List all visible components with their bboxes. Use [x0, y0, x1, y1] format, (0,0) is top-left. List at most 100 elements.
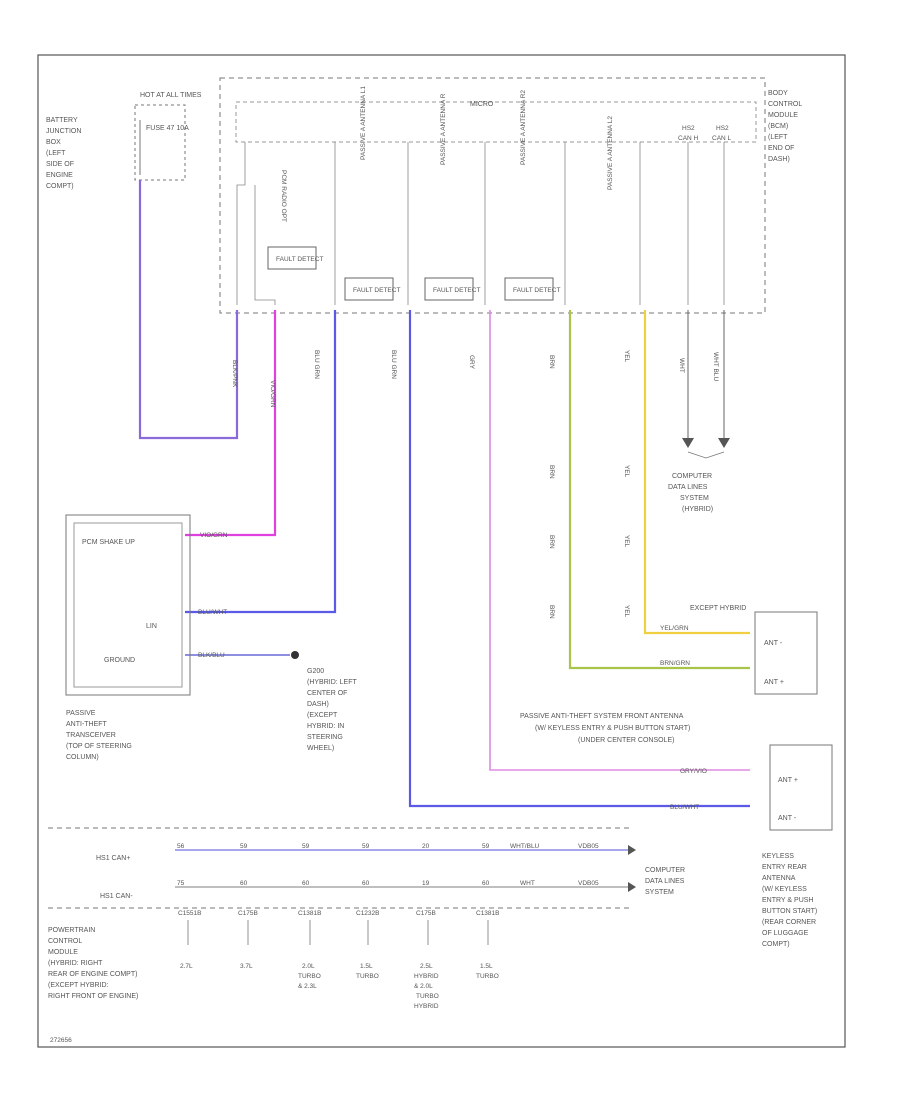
transceiver-label-3: (TOP OF STEERING	[66, 743, 132, 750]
pcm-pin-top-1: 59	[240, 843, 248, 850]
front-ant-wire-0: YEL/GRN	[660, 625, 689, 632]
can-label-1: CAN H	[678, 135, 699, 142]
rear-ant-pin-1: ANT -	[778, 815, 797, 822]
transceiver-label-4: COLUMN)	[66, 754, 99, 761]
pcm-label-4: REAR OF ENGINE COMPT)	[48, 971, 137, 978]
wire-code-8: WHT BLU	[712, 352, 719, 381]
mid-code-2: BRN	[548, 605, 555, 619]
pcm-variant-4-1: HYBRID	[414, 973, 439, 980]
pcm-ref-code-0: VDB05	[578, 843, 599, 850]
front-ant-label-2: (UNDER CENTER CONSOLE)	[578, 737, 674, 744]
fault-detect-box-2	[424, 277, 474, 301]
arrow-right-icon	[628, 882, 636, 892]
pcm-variant-0-0: 2.7L	[180, 963, 193, 970]
fault-detect-box-1	[344, 277, 394, 301]
pcm-connector-2: C1381B	[298, 910, 322, 917]
pcm-variant-5-1: TURBO	[476, 973, 499, 980]
wire-code-2: BLU GRN	[313, 350, 320, 379]
wire-code-1: VIO/GRN	[269, 380, 276, 408]
bjb-label-2: BOX	[46, 139, 61, 146]
rear-ant-label-2: ANTENNA	[762, 875, 796, 882]
transceiver-pin-2: GROUND	[104, 657, 135, 664]
bjb-label-1: JUNCTION	[46, 128, 81, 135]
wire-code-4: GRY	[468, 355, 475, 370]
fault-detect-label-2: FAULT DETECT	[433, 287, 480, 294]
wire-front-ant-minus	[643, 310, 750, 635]
cdl2-label-2: SYSTEM	[645, 889, 674, 896]
transceiver-wire-2: BLK/BLU	[198, 652, 225, 659]
transceiver-pin-0: PCM SHAKE UP	[82, 539, 135, 546]
bcm-pin-label-4: PASSIVE A ANTENNA L2	[607, 116, 614, 190]
bjb-label-0: BATTERY	[46, 117, 78, 124]
fuse-label: FUSE 47 10A	[146, 125, 189, 132]
can-label-0: HS2	[682, 125, 695, 132]
rear-ant-label-3: (W/ KEYLESS	[762, 886, 807, 893]
front-ant-label-0: PASSIVE ANTI-THEFT SYSTEM FRONT ANTENNA	[520, 713, 684, 720]
transceiver-label-2: TRANSCEIVER	[66, 732, 116, 739]
pcm-label-3: (HYBRID: RIGHT	[48, 960, 103, 967]
ground-label-7: WHEEL)	[307, 745, 334, 752]
pcm-wire-code-0: WHT/BLU	[510, 843, 540, 850]
except-hybrid-label: EXCEPT HYBRID	[690, 605, 746, 612]
mid-code-3: YEL	[623, 465, 630, 478]
arrow-down-icon	[682, 438, 694, 448]
pcm-pin-top-3: 59	[362, 843, 370, 850]
wire-code-3: BLU GRN	[390, 350, 397, 379]
pcm-pin-top-4: 20	[422, 843, 430, 850]
bjb-label-3: (LEFT	[46, 150, 66, 157]
mid-code-1: BRN	[548, 535, 555, 549]
footer-code: 272656	[50, 1037, 72, 1044]
pcm-wire-code-1: WHT	[520, 880, 535, 887]
pcm-pin-bottom-5: 60	[482, 880, 490, 887]
front-ant-wire-1: BRN/GRN	[660, 660, 690, 667]
rear-ant-wire-0: GRY/VIO	[680, 768, 707, 775]
wire-rear-ant-minus	[408, 310, 750, 808]
wire-rear-ant-plus	[489, 310, 750, 771]
fault-detect-box-3	[504, 277, 554, 301]
transceiver-wire-0: VIO/GRN	[200, 532, 228, 539]
cdl1-label-2: SYSTEM	[680, 495, 709, 502]
pcm-variant-4-3: TURBO	[416, 993, 439, 1000]
front-antenna: EXCEPT HYBRID ANT - ANT + YEL/GRN BRN/GR…	[520, 605, 818, 744]
can-label-2: HS2	[716, 125, 729, 132]
body-control-module: MICRO BODY CONTROL MODULE (BCM) (LEFT EN…	[219, 77, 802, 314]
transceiver-label-1: ANTI-THEFT	[66, 721, 108, 728]
wire-code-6: YEL	[623, 350, 630, 363]
rear-ant-label-5: BUTTON START)	[762, 908, 817, 915]
battery-junction-box: HOT AT ALL TIMES FUSE 47 10A BATTERY JUN…	[46, 92, 202, 190]
wires	[138, 180, 750, 888]
powertrain-control-module: HS1 CAN+ HS1 CAN- 56 59 59 59 20 59 75 6…	[48, 827, 685, 1010]
ground-label-5: HYBRID: IN	[307, 723, 344, 730]
pcm-ref-code-1: VDB05	[578, 880, 599, 887]
mid-code-4: YEL	[623, 535, 630, 548]
bcm-label-2: MODULE	[768, 112, 798, 119]
pcm-pin-top-5: 59	[482, 843, 490, 850]
fault-detect-label-1: FAULT DETECT	[353, 287, 400, 294]
mid-code-0: BRN	[548, 465, 555, 479]
bjb-label-4: SIDE OF	[46, 161, 74, 168]
cdl2-label-1: DATA LINES	[645, 878, 685, 885]
rear-ant-wire-1: BLU/WHT	[670, 804, 699, 811]
pcm-label-0: POWERTRAIN	[48, 927, 95, 934]
pcm-connector-5: C1381B	[476, 910, 500, 917]
pcm-connector-3: C1232B	[356, 910, 380, 917]
pcm-label-5: (EXCEPT HYBRID:	[48, 982, 109, 989]
arrow-right-icon	[628, 845, 636, 855]
ground-label-3: DASH)	[307, 701, 329, 708]
front-ant-label-1: (W/ KEYLESS ENTRY & PUSH BUTTON START)	[535, 725, 690, 732]
pcm-variant-3-0: 1.5L	[360, 963, 373, 970]
ground-label-0: G200	[307, 668, 324, 675]
wire-code-0: BLK/PNK	[231, 360, 238, 388]
transceiver-label-0: PASSIVE	[66, 710, 96, 717]
front-ant-pin-0: ANT -	[764, 640, 783, 647]
wire-front-ant-plus	[568, 310, 750, 670]
ground-label-2: CENTER OF	[307, 690, 347, 697]
pcm-variant-5-0: 1.5L	[480, 963, 493, 970]
cdl1-label-3: (HYBRID)	[682, 506, 713, 513]
bcm-pin-label-1: PASSIVE A ANTENNA L1	[360, 86, 367, 160]
pcm-pin-top-2: 59	[302, 843, 310, 850]
transceiver: PCM SHAKE UP LIN GROUND VIO/GRN BLU/WHT …	[65, 514, 228, 761]
wire-code-7: WHT	[678, 358, 685, 373]
pcm-variant-4-2: & 2.0L	[414, 983, 433, 990]
rear-ant-label-8: COMPT)	[762, 941, 790, 948]
